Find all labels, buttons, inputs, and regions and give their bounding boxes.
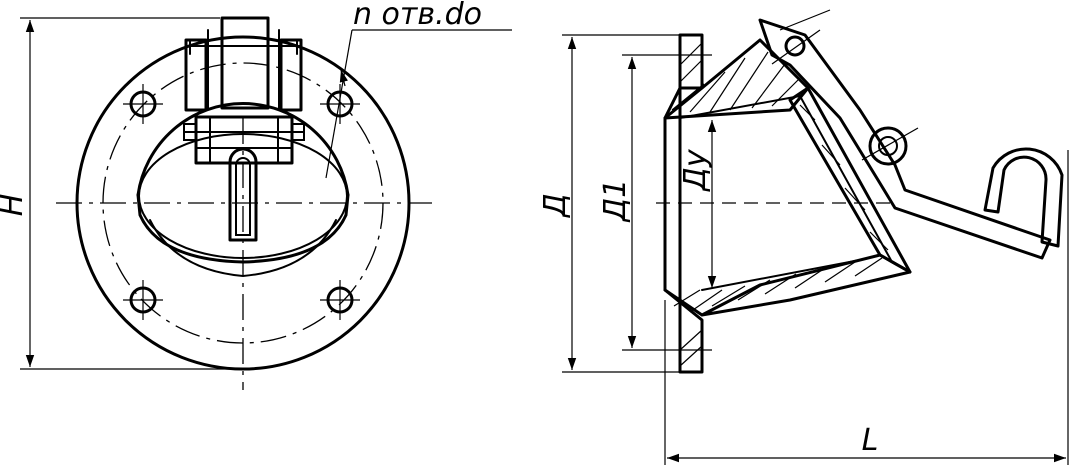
flange-outer-label: Д bbox=[538, 193, 573, 218]
hinge-bracket bbox=[184, 16, 303, 112]
handle-loop bbox=[983, 147, 1064, 248]
body-upper-wall bbox=[663, 38, 810, 120]
hinge-pin-block bbox=[183, 115, 305, 165]
arm-pivot bbox=[784, 35, 806, 57]
holes-label: n отв.dо bbox=[353, 0, 482, 32]
length-label: L bbox=[862, 423, 879, 458]
section-hatching bbox=[671, 42, 889, 367]
inclined-seat bbox=[788, 86, 912, 274]
height-label: H bbox=[0, 194, 30, 217]
front-view: H n отв.dо bbox=[0, 0, 512, 390]
pivot-pin bbox=[868, 126, 908, 166]
disc-outline bbox=[136, 102, 350, 197]
bolt-circle-label: Д1 bbox=[598, 179, 633, 224]
nominal-bore-label: Ду bbox=[678, 148, 713, 192]
side-view: Д Д1 Ду L bbox=[538, 9, 1069, 465]
bolt-holes bbox=[123, 84, 360, 320]
hinge-arm bbox=[758, 18, 1052, 260]
lever-arm bbox=[228, 147, 258, 242]
